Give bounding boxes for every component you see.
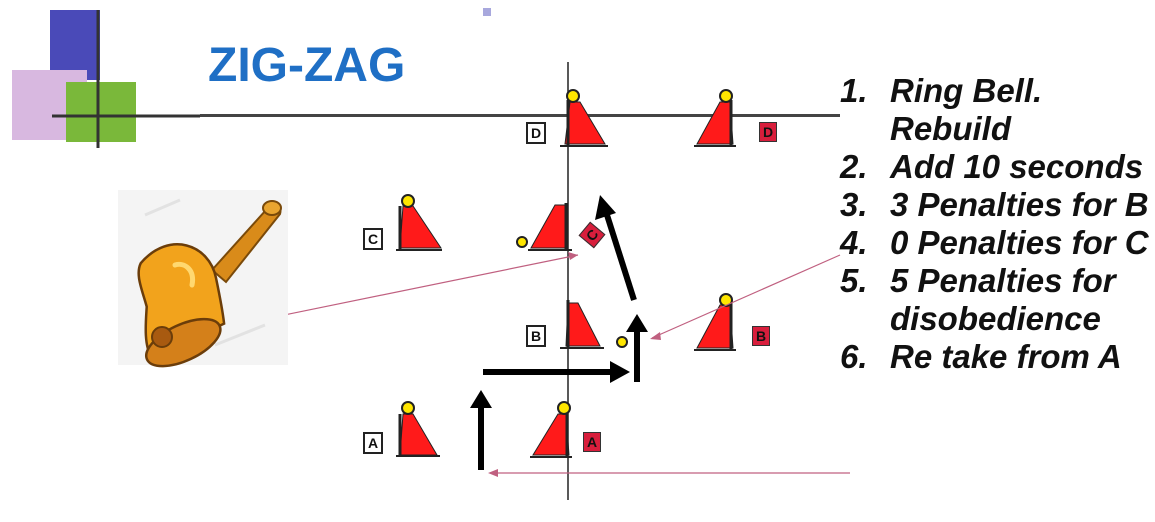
cone-d-center: [560, 89, 608, 147]
cone-c-left: [396, 194, 442, 251]
rule-item: 4.0 Penalties for C: [840, 224, 1149, 261]
cone-a-left: [396, 401, 440, 457]
label-b-right: B: [752, 326, 770, 346]
label-b-left: B: [526, 325, 546, 347]
path-arrows: [470, 195, 648, 470]
deco-small-square: [483, 8, 491, 16]
rule-item: 3.3 Penalties for B: [840, 186, 1149, 223]
label-a-left: A: [363, 432, 383, 454]
fallen-ball-b: [616, 336, 628, 348]
cone-b-center: [560, 300, 604, 349]
arrow-diagonal-c: [604, 214, 637, 301]
cone-c-center: [528, 203, 572, 251]
pointer-lines: [249, 252, 850, 477]
label-c-left: C: [363, 228, 383, 250]
label-a-right: A: [583, 432, 601, 452]
rule-item: 6.Re take from A: [840, 338, 1122, 375]
cone-a-center: [530, 401, 572, 458]
bell-icon: [118, 190, 288, 368]
rule-item: 1.Ring Bell. Rebuild: [840, 72, 1043, 147]
rule-item: 5.5 Penalties for disobedience: [840, 262, 1116, 337]
rules-list: 1.Ring Bell. Rebuild 2.Add 10 seconds 3.…: [840, 72, 1155, 376]
fallen-ball-c: [516, 236, 528, 248]
cone-b-right: [694, 293, 736, 351]
page-title: ZIG-ZAG: [208, 39, 406, 92]
slide-corner-decoration: [12, 10, 200, 148]
title-underline: [200, 114, 840, 117]
deco-green-square: [66, 82, 136, 142]
label-d-right: D: [759, 122, 777, 142]
cone-d-right: [694, 89, 736, 147]
deco-blue-square: [50, 10, 100, 80]
label-d-left: D: [526, 122, 546, 144]
rule-item: 2.Add 10 seconds: [840, 148, 1144, 185]
